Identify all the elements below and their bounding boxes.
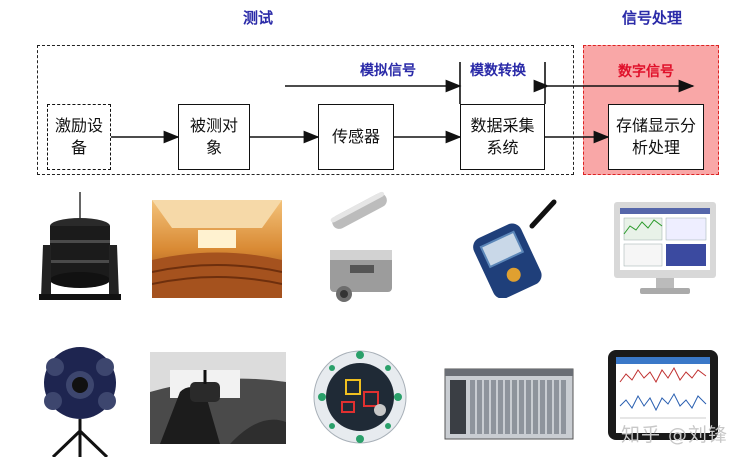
computer-monitor-image [614, 202, 716, 294]
sensor-box: 传感器 [318, 104, 394, 170]
test-object-box: 被测对象 [178, 104, 250, 170]
auditorium-image [152, 200, 282, 298]
accelerometer-sensors-image [330, 191, 392, 302]
analog-signal-label: 模拟信号 [360, 63, 416, 79]
speaker-source-image [39, 192, 121, 300]
processing-box: 存储显示分析处理 [608, 104, 704, 170]
dodecahedron-speaker-image [44, 347, 116, 457]
digital-signal-label: 数字信号 [618, 64, 674, 80]
car-interior-image [150, 352, 286, 444]
test-header: 测试 [243, 9, 274, 27]
signal-processing-header: 信号处理 [622, 9, 683, 27]
sensor-board-image [313, 350, 407, 444]
test-region-frame [37, 45, 574, 175]
watermark-text: 知乎 @刘锋 [621, 424, 729, 446]
data-acquisition-box: 数据采集系统 [460, 104, 545, 170]
excitation-device-box: 激励设备 [47, 104, 111, 170]
handheld-analyzer-image [473, 199, 557, 298]
tablet-image [608, 350, 718, 440]
daq-chassis-image [444, 368, 574, 440]
ad-conversion-label: 模数转换 [470, 63, 526, 79]
